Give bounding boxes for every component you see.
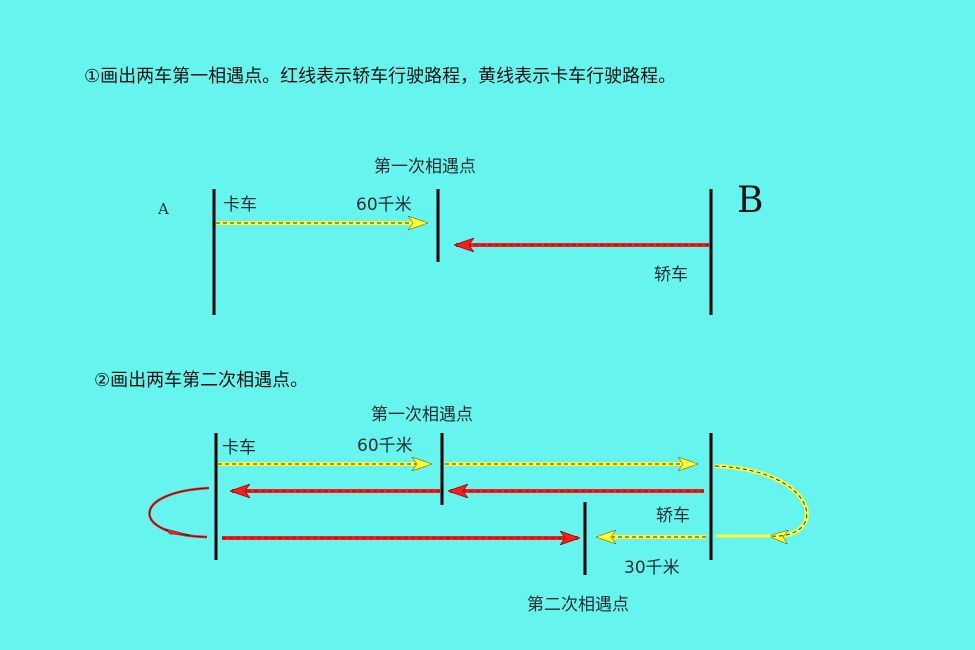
part1-instruction: ①画出两车第一相遇点。红线表示轿车行驶路程，黄线表示卡车行驶路程。 — [84, 66, 677, 87]
point-a-label: A — [158, 200, 169, 218]
part1-truck-label: 卡车 — [223, 195, 257, 215]
part2-second-meet-label: 第二次相遇点 — [527, 595, 629, 615]
part1-distance-label: 60千米 — [356, 195, 412, 215]
part1-first-meet-label: 第一次相遇点 — [374, 157, 476, 177]
part2-truck-uturn — [714, 464, 809, 536]
part2-first-meet-label: 第一次相遇点 — [371, 405, 473, 425]
part2-distance-second-label: 30千米 — [624, 558, 680, 578]
part2-sedan-uturn — [148, 486, 210, 539]
part1-sedan-label: 轿车 — [654, 265, 688, 285]
part2-sedan-label: 轿车 — [656, 506, 690, 526]
point-b-label: B — [737, 180, 764, 221]
part2-distance-first-label: 60千米 — [357, 436, 413, 456]
part2-instruction: ②画出两车第二次相遇点。 — [94, 370, 309, 391]
part2-truck-label: 卡车 — [222, 438, 256, 458]
